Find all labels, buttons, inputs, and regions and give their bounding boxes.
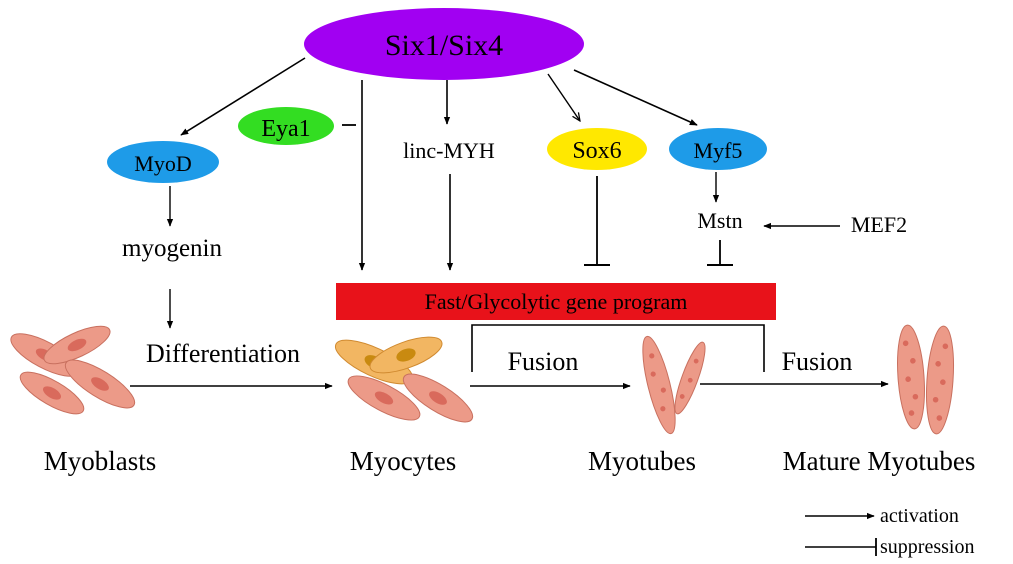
myoblast-cell-icon bbox=[10, 325, 136, 415]
legend: activation suppression bbox=[805, 505, 974, 558]
myod-node bbox=[107, 141, 219, 183]
arrow-six-to-myf5 bbox=[573, 69, 698, 126]
myotube-icon bbox=[642, 335, 706, 435]
six-label: Six1/Six4 bbox=[385, 29, 503, 62]
myod-label: MyoD bbox=[134, 151, 191, 176]
program-bracket bbox=[471, 324, 765, 372]
mstn-label: Mstn bbox=[697, 208, 742, 233]
fast-glycolytic-program-label: Fast/Glycolytic gene program bbox=[425, 289, 688, 314]
myotubes-label: Myotubes bbox=[588, 446, 696, 476]
mef2-label: MEF2 bbox=[851, 212, 907, 237]
myocyte-cell-icon bbox=[334, 336, 474, 423]
differentiation-label: Differentiation bbox=[146, 339, 300, 368]
legend-activation-label: activation bbox=[880, 505, 959, 527]
eya1-label: Eya1 bbox=[261, 116, 310, 142]
myf5-node bbox=[669, 128, 767, 170]
fast-glycolytic-program-box bbox=[336, 283, 776, 320]
myocytes-label: Myocytes bbox=[350, 446, 456, 476]
arrow-six-to-myod bbox=[180, 57, 306, 136]
six-node bbox=[304, 8, 584, 80]
mature-myotubes-label: Mature Myotubes bbox=[783, 446, 976, 476]
mature-myotube-icon bbox=[897, 324, 955, 435]
fusion-1-label: Fusion bbox=[508, 347, 579, 376]
sox6-node bbox=[547, 128, 647, 170]
legend-suppression-label: suppression bbox=[880, 536, 974, 558]
myogenin-label: myogenin bbox=[122, 235, 222, 262]
arrow-six-to-sox6 bbox=[547, 73, 580, 121]
fusion-2-label: Fusion bbox=[782, 347, 853, 376]
sox6-label: Sox6 bbox=[572, 138, 621, 164]
myf5-label: Myf5 bbox=[694, 138, 743, 163]
eya1-node bbox=[238, 107, 334, 145]
linc-myh-label: linc-MYH bbox=[403, 138, 495, 163]
myoblasts-label: Myoblasts bbox=[44, 446, 157, 476]
